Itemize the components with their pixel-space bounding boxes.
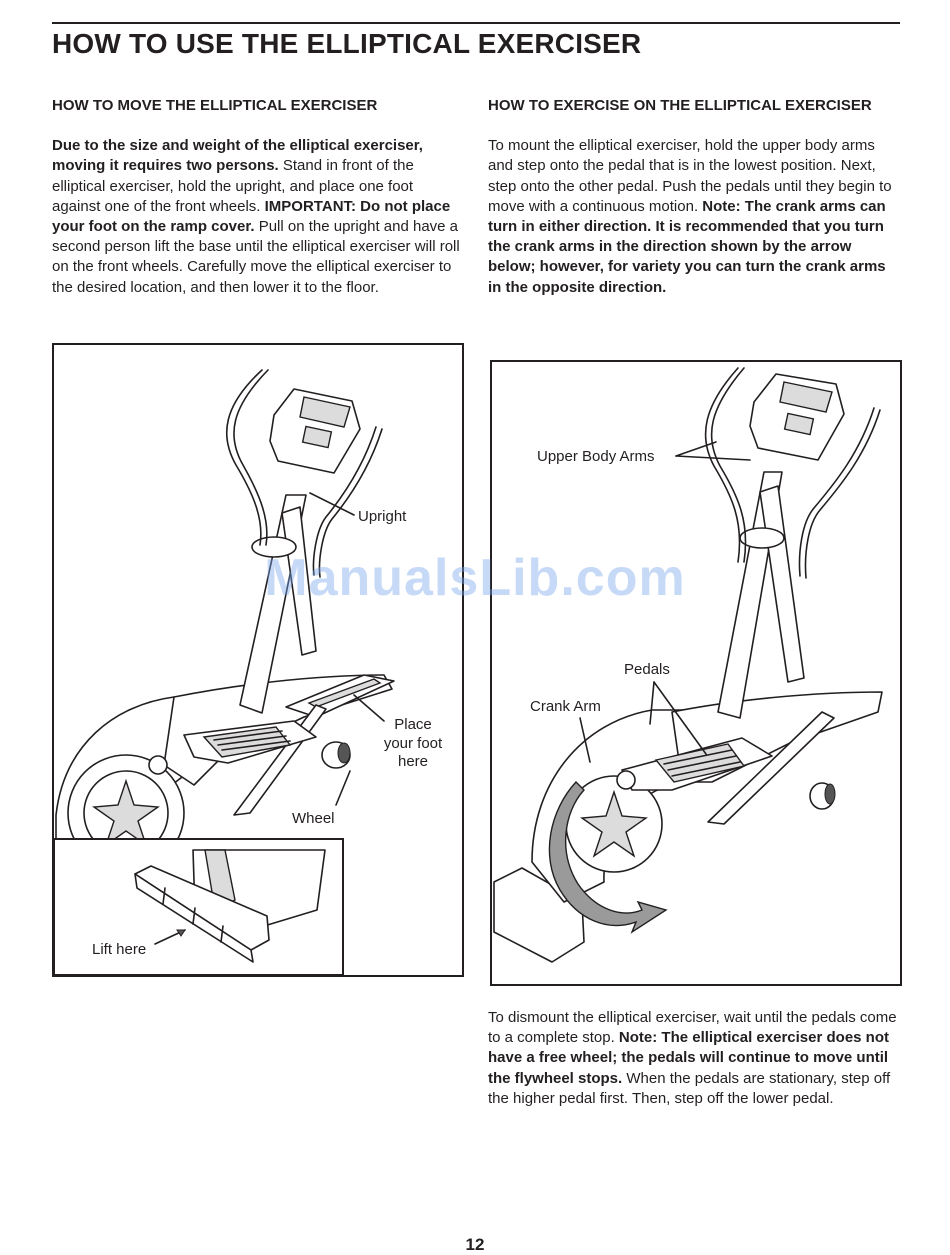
- inset-illustration: [134, 849, 326, 963]
- console-speaker: [299, 396, 351, 428]
- right-upper-arm: [312, 426, 377, 576]
- label-lift-here: Lift here: [92, 941, 147, 958]
- front-wheel-hub: [824, 783, 836, 805]
- flywheel-spokes: [92, 778, 160, 847]
- page-number: 12: [465, 1235, 485, 1254]
- dismount-text-2: When the pedals are stationary, step off…: [488, 1069, 891, 1107]
- mount-text-1: To mount the elliptical exerciser, hold …: [488, 137, 892, 215]
- leader-lift-arrow: [176, 929, 186, 937]
- section-heading-exercise: HOW TO EXERCISE ON THE ELLIPTICAL EXERCI…: [488, 97, 872, 114]
- rotation-arrow: [548, 780, 668, 934]
- leader-pedals-2: [653, 681, 707, 755]
- console-display: [783, 412, 815, 436]
- left-upper-arm-edge: [233, 369, 269, 546]
- leader-upright: [309, 492, 355, 516]
- right-upper-arm-edge: [804, 409, 881, 579]
- pedal-tread: [213, 730, 291, 751]
- pedal-tread: [663, 749, 741, 777]
- right-upper-arm-edge: [318, 428, 383, 578]
- label-upper-body-arms: Upper Body Arms: [537, 448, 655, 465]
- label-wheel: Wheel: [292, 810, 335, 827]
- figure-moving-exerciser: [52, 343, 464, 977]
- leader-crank: [579, 717, 591, 763]
- section-heading-move: HOW TO MOVE THE ELLIPTICAL EXERCISER: [52, 97, 378, 114]
- console-speaker: [779, 381, 833, 413]
- inset-lift-base: [53, 838, 344, 976]
- leader-upper-arms-2: [675, 455, 751, 461]
- leader-pedals-1: [649, 681, 655, 725]
- flywheel-spokes: [580, 789, 648, 858]
- left-upper-arm: [225, 369, 263, 546]
- label-place-foot-line-1: Place: [394, 716, 432, 733]
- page-title: HOW TO USE THE ELLIPTICAL EXERCISER: [52, 28, 642, 59]
- figure-exercising: [490, 360, 902, 986]
- water-bottle-holder: [251, 536, 297, 558]
- label-place-foot: Place your foot here: [372, 716, 454, 772]
- ramp-cover: [307, 678, 382, 708]
- water-bottle-holder: [739, 527, 785, 549]
- left-upper-arm: [704, 367, 741, 563]
- mount-bold-1: Note: The crank arms can turn in either …: [488, 197, 886, 296]
- top-rule: [52, 22, 900, 24]
- label-crank-arm: Crank Arm: [530, 698, 601, 715]
- label-pedals: Pedals: [624, 661, 670, 678]
- watermark: ManualsLib.com: [264, 549, 686, 607]
- dismount-text-1: To dismount the elliptical exerciser, wa…: [488, 1009, 897, 1047]
- right-upper-arm: [798, 407, 875, 577]
- move-bold-1: Due to the size and weight of the ellipt…: [52, 137, 423, 175]
- right-column: HOW TO EXERCISE ON THE ELLIPTICAL EXERCI…: [488, 96, 898, 298]
- crank-hub: [148, 755, 168, 775]
- move-bold-2: IMPORTANT: Do not place your foot on the…: [52, 197, 451, 236]
- elliptical-illustration-exercising: [493, 367, 883, 963]
- move-text-1: Stand in front of the elliptical exercis…: [52, 157, 414, 215]
- inset-base-ridges: [162, 887, 224, 943]
- front-wheel-hub: [337, 742, 351, 764]
- crank-hub: [616, 770, 636, 790]
- label-place-foot-line-2: your foot: [383, 734, 443, 752]
- move-text-2: Pull on the upright and have a second pe…: [52, 218, 460, 296]
- move-instructions: Due to the size and weight of the ellipt…: [52, 136, 462, 298]
- label-place-foot-line-3: here: [397, 753, 429, 770]
- console-display: [301, 425, 333, 449]
- dismount-instructions: To dismount the elliptical exerciser, wa…: [488, 1008, 898, 1109]
- ramp-rail: [707, 711, 835, 825]
- mount-instructions: To mount the elliptical exerciser, hold …: [488, 136, 898, 298]
- left-upper-arm-edge: [710, 367, 747, 563]
- leader-upper-arms-1: [675, 441, 717, 457]
- leader-foot: [353, 694, 385, 722]
- left-column: HOW TO MOVE THE ELLIPTICAL EXERCISER Due…: [52, 96, 462, 298]
- dismount-column: To dismount the elliptical exerciser, wa…: [488, 1008, 898, 1109]
- dismount-bold-1: Note: The elliptical exerciser does not …: [488, 1029, 889, 1087]
- label-upright: Upright: [358, 508, 407, 525]
- leader-wheel: [335, 770, 351, 806]
